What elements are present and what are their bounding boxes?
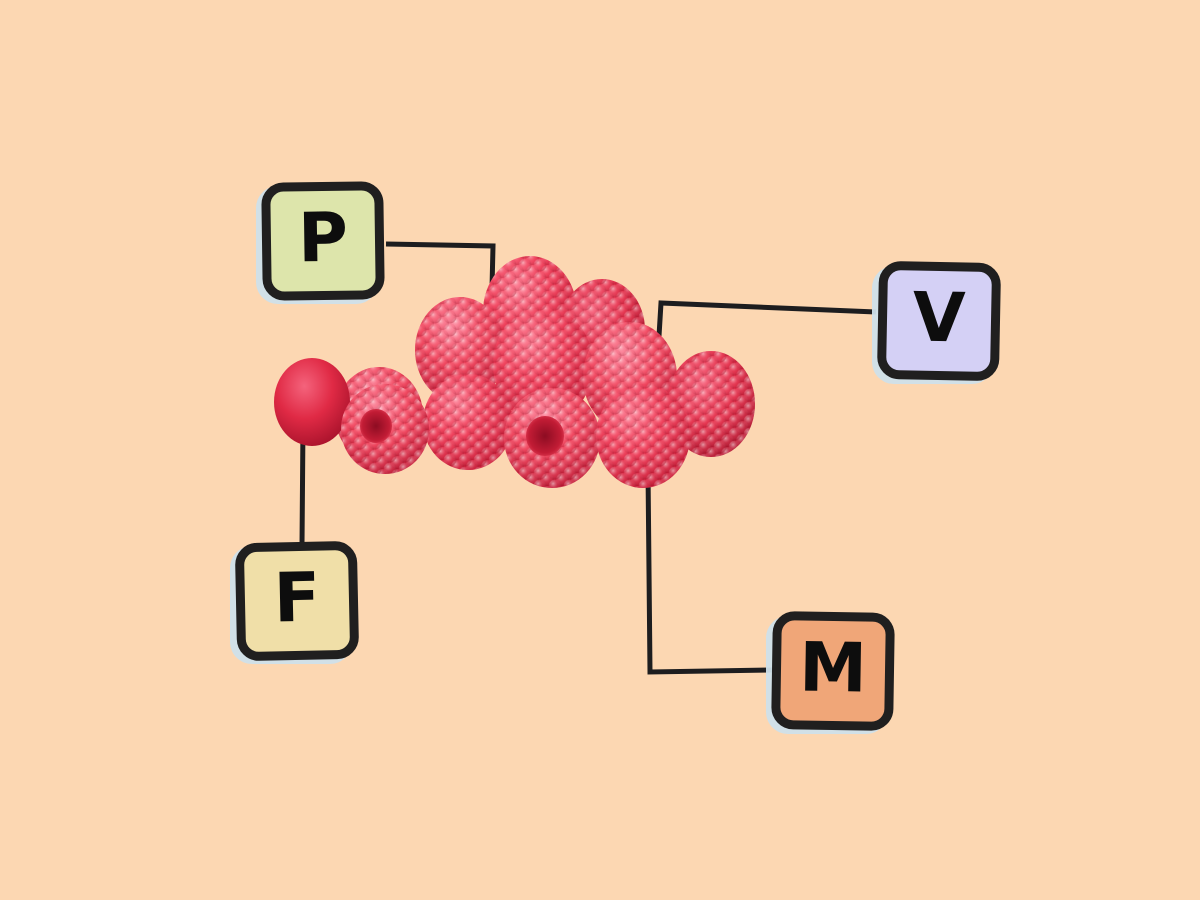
label-tile-v[interactable]: V xyxy=(872,260,1002,384)
tile-letter-v: V xyxy=(911,278,967,359)
berry xyxy=(504,388,600,488)
tile-body-m: M xyxy=(771,611,895,731)
tile-body-v: V xyxy=(876,260,1002,382)
berry xyxy=(274,358,350,446)
berry xyxy=(415,297,505,403)
berry xyxy=(596,384,690,488)
tile-body-f: F xyxy=(234,540,360,662)
tile-letter-f: F xyxy=(272,558,321,639)
tile-letter-m: M xyxy=(798,628,868,709)
raspberry-cluster-image xyxy=(274,252,800,492)
label-tile-m[interactable]: M xyxy=(766,611,895,734)
connector-line-m xyxy=(645,469,773,675)
label-tile-f[interactable]: F xyxy=(230,540,360,664)
label-tile-p[interactable]: P xyxy=(256,181,385,304)
berry xyxy=(341,384,429,474)
tile-letter-p: P xyxy=(297,198,349,279)
tile-body-p: P xyxy=(261,181,385,301)
berry xyxy=(423,374,513,470)
